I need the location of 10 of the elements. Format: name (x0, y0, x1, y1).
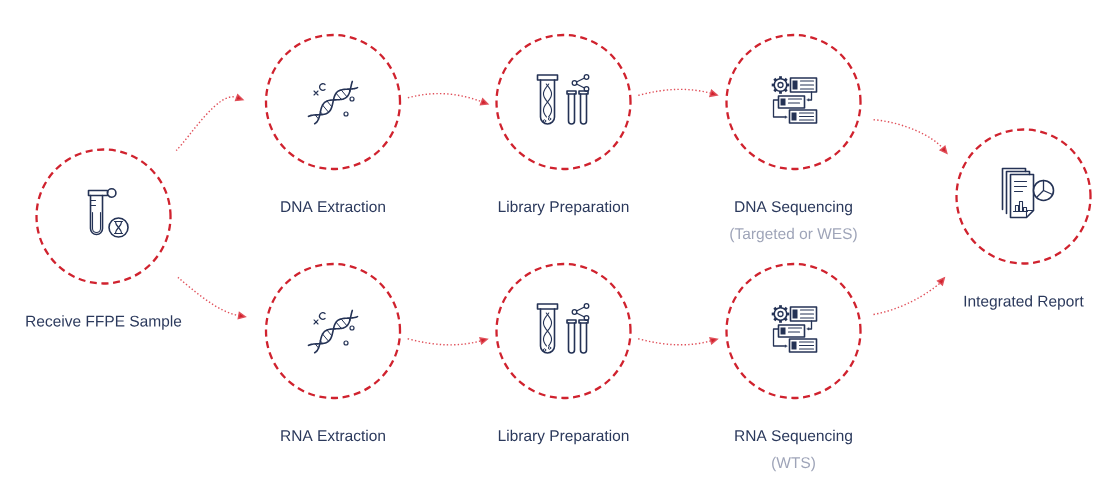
sub-label: (Targeted or WES) (730, 227, 857, 243)
step-label: DNA Sequencing (735, 200, 852, 216)
sub-label: (WTS) (772, 456, 815, 472)
step-label: Receive FFPE Sample (26, 315, 182, 330)
step-label: Library Preparation (498, 200, 629, 216)
step-label: RNA Extraction (281, 429, 385, 442)
step-label: Library Preparation (498, 429, 629, 445)
step-label: DNA Extraction (281, 200, 385, 213)
step-label: RNA Sequencing (735, 429, 852, 445)
step-label: Integrated Report (964, 295, 1084, 310)
